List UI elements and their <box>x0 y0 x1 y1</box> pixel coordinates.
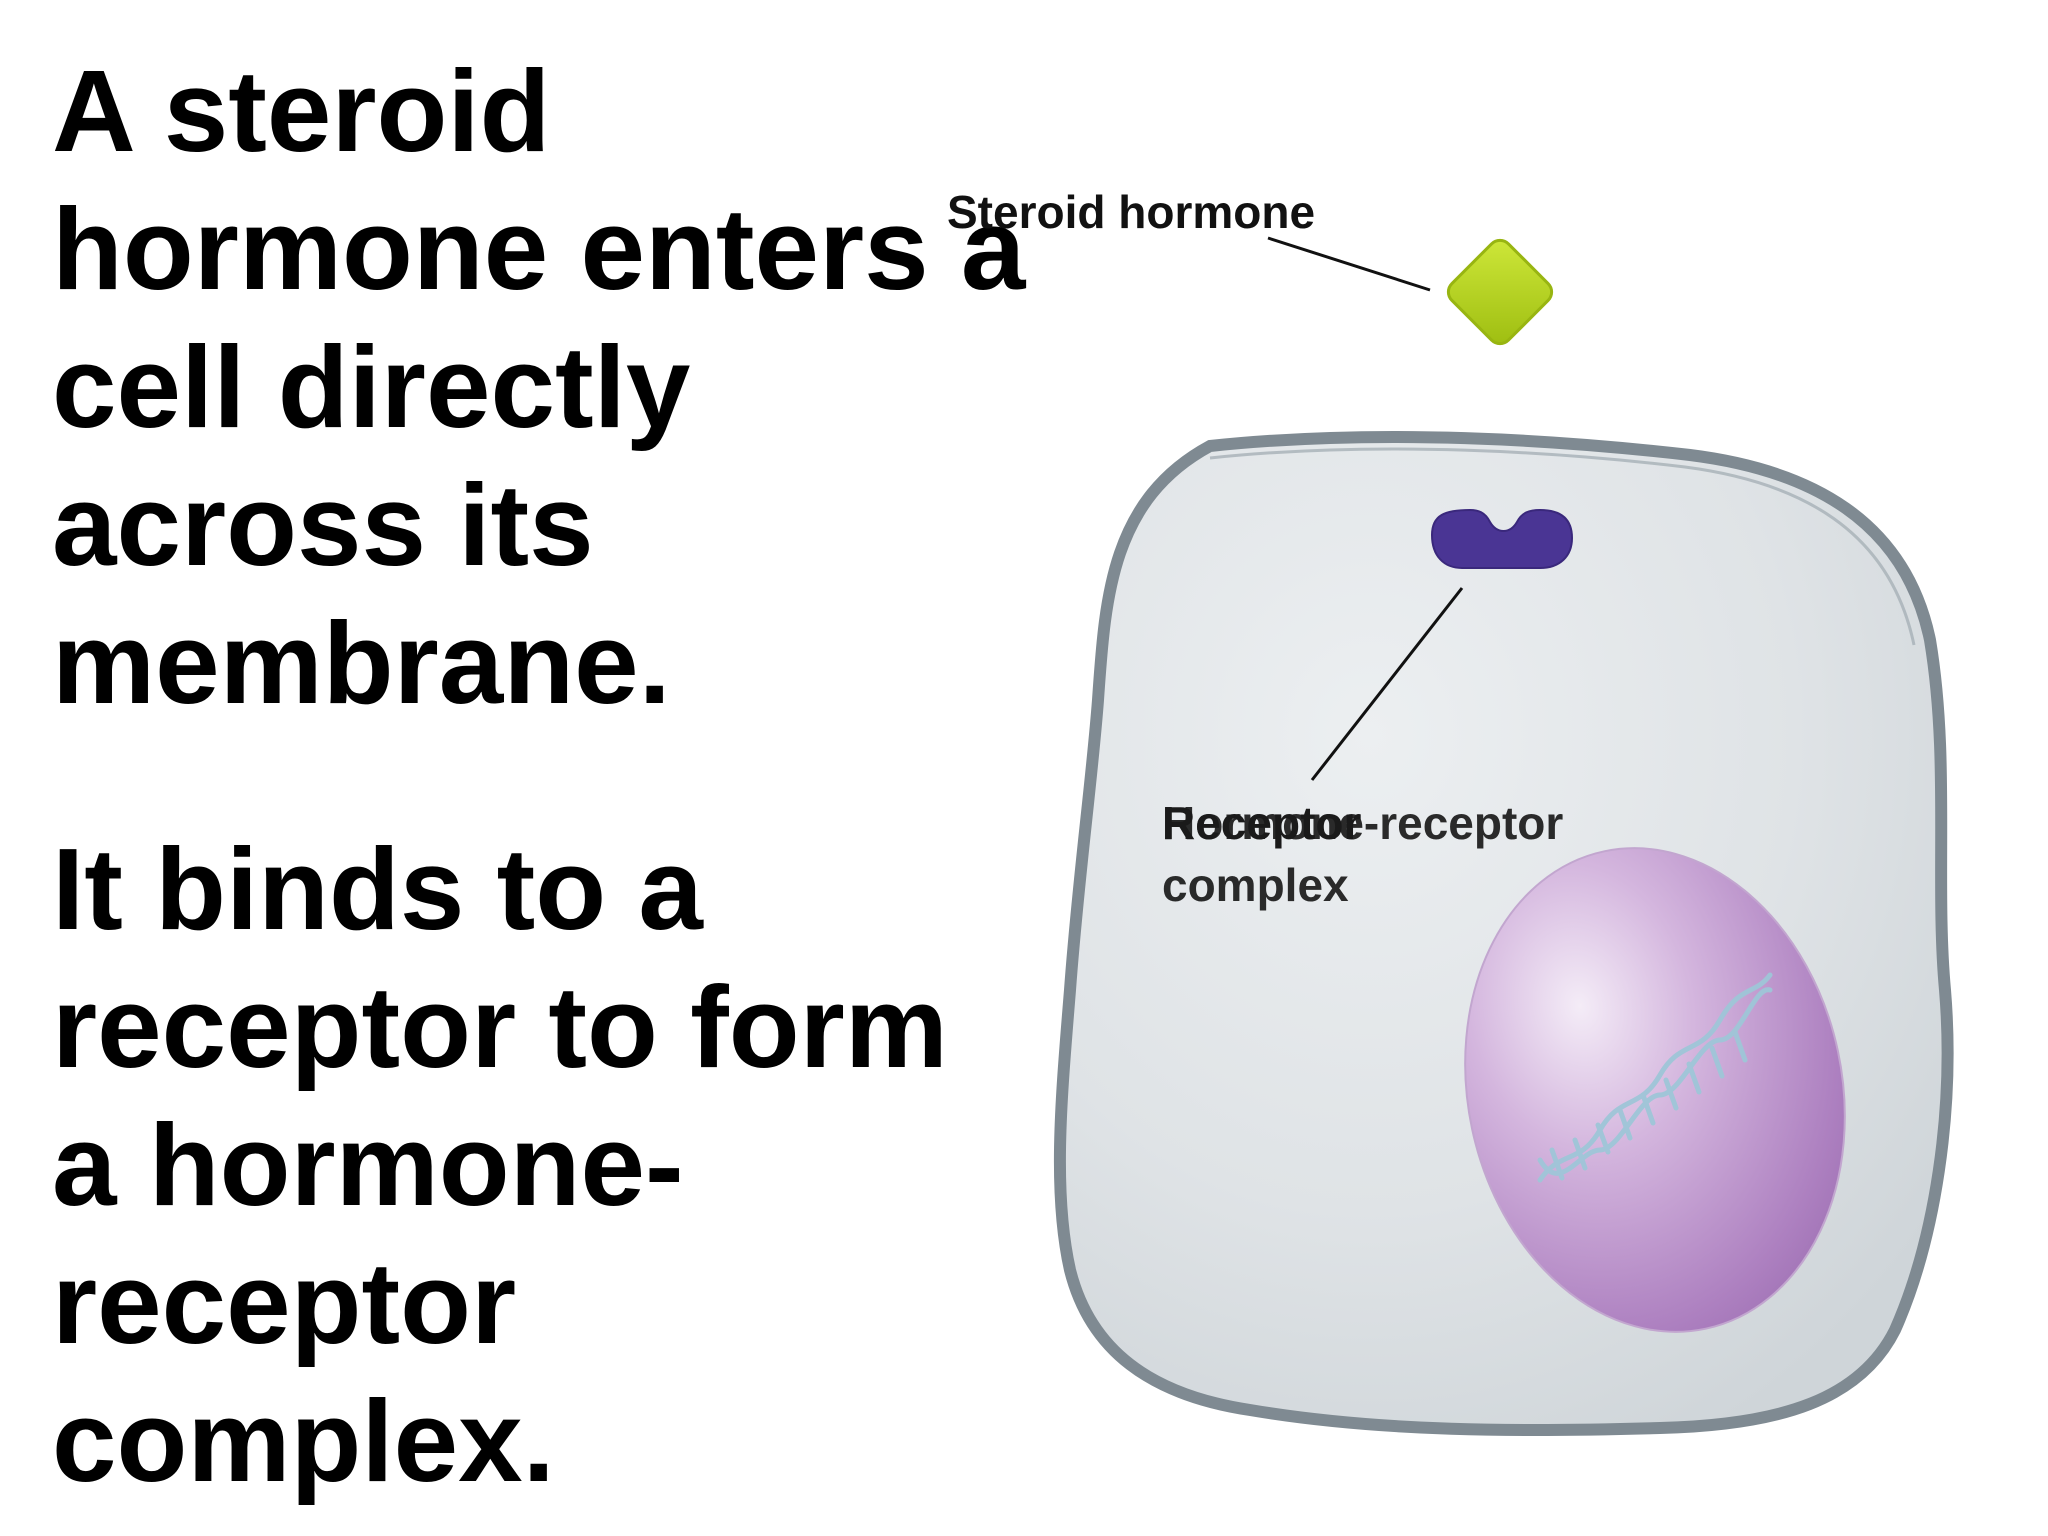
description-paragraph-2: It binds to a receptor to form a hormone… <box>52 820 1052 1510</box>
text-line: a hormone- <box>52 1100 684 1230</box>
text-line: complex. <box>52 1376 555 1506</box>
receptor-label-text: Receptor <box>1162 797 1362 849</box>
text-line: membrane. <box>52 598 671 728</box>
membrane-highlight <box>1209 447 1916 646</box>
text-line: A steroid <box>52 46 551 176</box>
text-line: across its <box>52 460 594 590</box>
complex-label-line: complex <box>1162 859 1349 911</box>
dna-icon <box>1537 972 1773 1183</box>
receptor-label: Receptor <box>1162 792 1361 854</box>
text-line: It binds to a <box>52 824 703 954</box>
steroid-hormone-icon <box>1446 238 1554 346</box>
description-paragraph-1: A steroid hormone enters a cell directly… <box>52 42 1052 732</box>
complex-label-line: Hormone-receptor <box>1162 797 1564 849</box>
receptor-leader-line <box>1310 587 1464 781</box>
hormone-receptor-complex-label: Hormone-receptor complex <box>1162 792 1563 916</box>
nucleus <box>1464 847 1846 1333</box>
text-line: hormone enters a <box>52 184 1026 314</box>
text-line: receptor <box>52 1238 517 1368</box>
text-line: receptor to form <box>52 962 948 1092</box>
steroid-leader-line <box>1267 236 1431 292</box>
receptor-icon <box>1430 508 1574 569</box>
text-line: cell directly <box>52 322 691 452</box>
steroid-hormone-label: Steroid hormone <box>947 186 1316 238</box>
